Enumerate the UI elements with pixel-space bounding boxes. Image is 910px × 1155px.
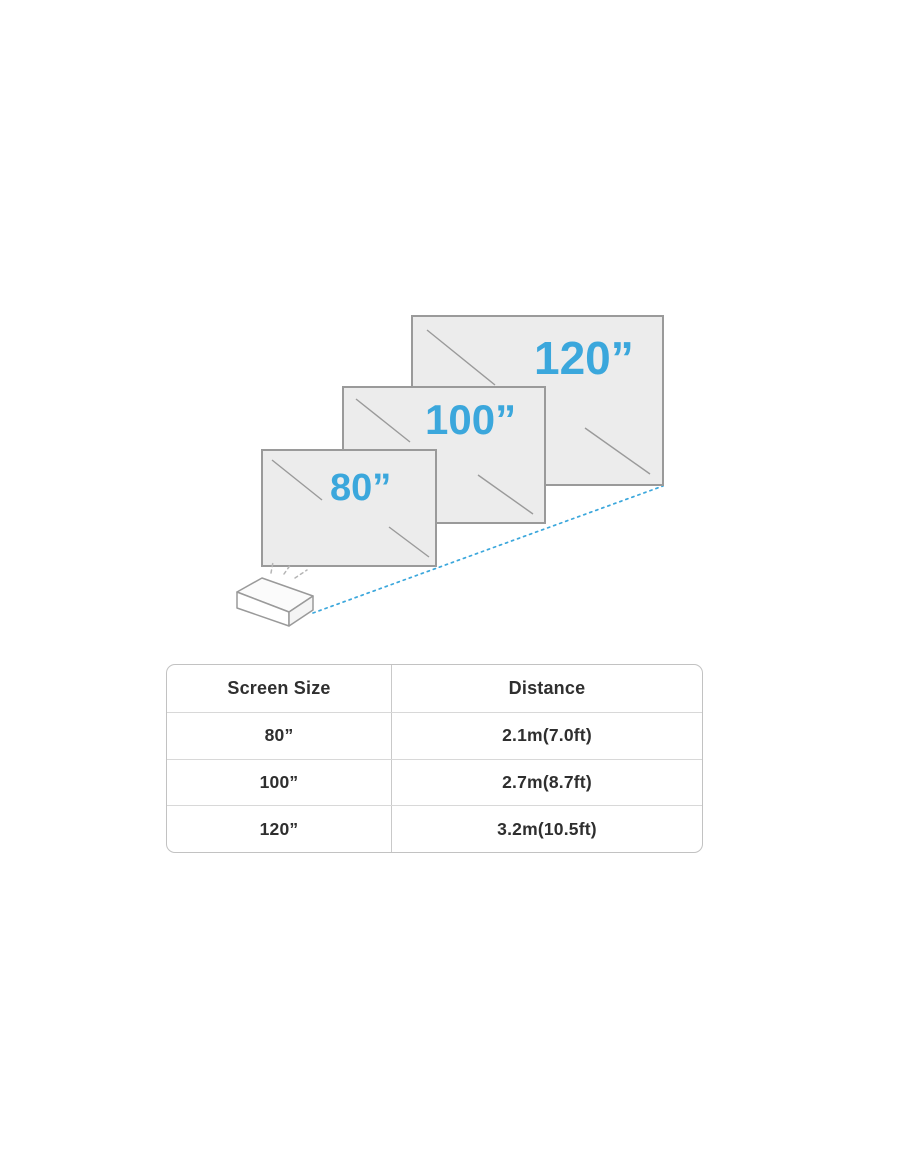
screen-100-label: 100”	[425, 396, 516, 443]
screen-size-distance-table: Screen Size Distance 80” 2.1m(7.0ft) 100…	[166, 664, 703, 853]
table-row: 80” 2.1m(7.0ft)	[167, 711, 702, 759]
throw-line	[312, 485, 664, 614]
cell-screen-size: 80”	[167, 712, 392, 759]
table-row: 120” 3.2m(10.5ft)	[167, 805, 702, 852]
cell-screen-size: 120”	[167, 806, 392, 852]
screen-80: 80”	[261, 449, 437, 567]
cell-distance: 2.1m(7.0ft)	[502, 725, 592, 746]
cell-distance: 2.7m(8.7ft)	[502, 771, 592, 792]
table-header-row: Screen Size Distance	[167, 665, 702, 712]
screen-80-label: 80”	[330, 467, 391, 509]
projector-light-rays	[270, 561, 308, 579]
screen-120-label: 120”	[534, 332, 634, 384]
cell-screen-size: 100”	[167, 759, 392, 806]
table-row: 100” 2.7m(8.7ft)	[167, 758, 702, 806]
header-distance: Distance	[508, 677, 586, 698]
cell-distance: 3.2m(10.5ft)	[497, 818, 597, 839]
projector-device	[236, 561, 314, 627]
projection-diagram: 120” 100” 80”	[236, 315, 664, 627]
header-screen-size: Screen Size	[167, 665, 392, 712]
